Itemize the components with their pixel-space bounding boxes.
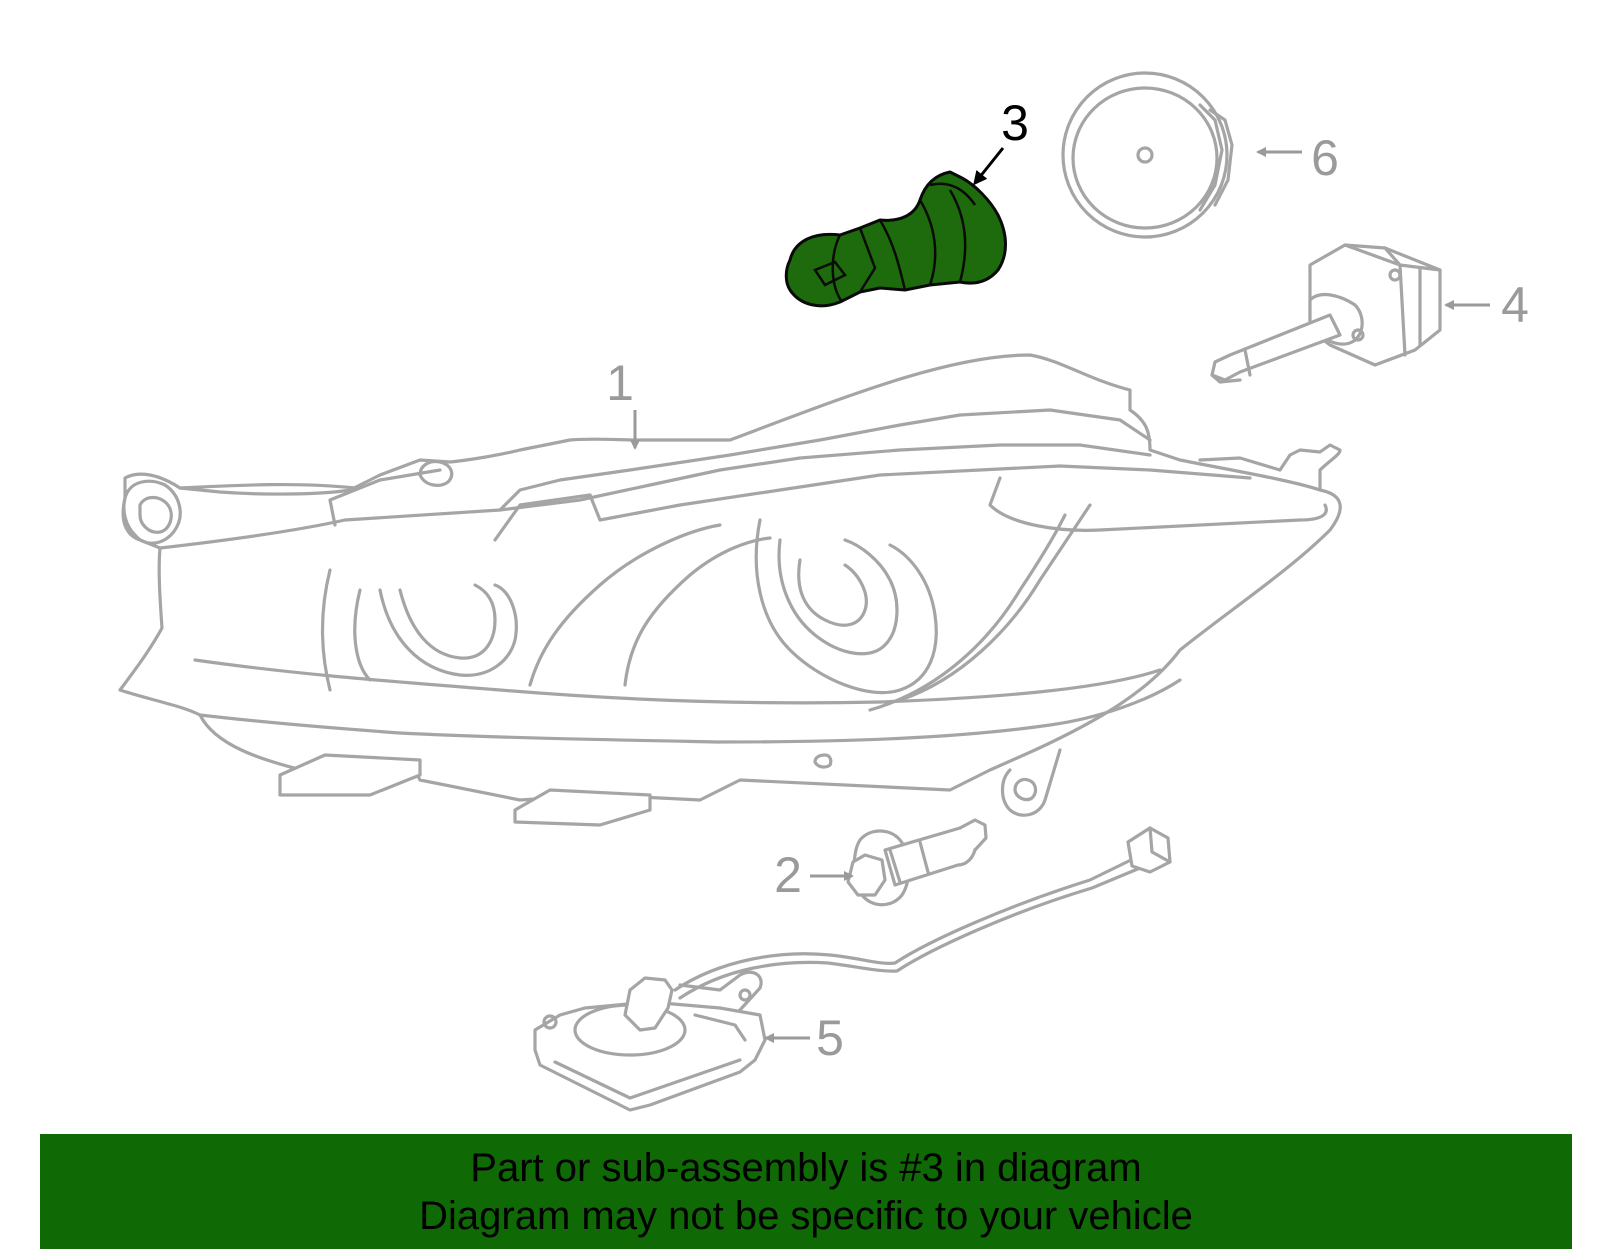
callout-number-2: 2 bbox=[774, 847, 802, 903]
headlamp-assembly[interactable] bbox=[118, 353, 1342, 827]
hid-bulb[interactable] bbox=[1210, 243, 1442, 384]
callout-6: 6 bbox=[1256, 130, 1339, 186]
callout-3: 3 bbox=[973, 95, 1029, 186]
dust-cap[interactable] bbox=[1061, 71, 1234, 239]
callout-number-6: 6 bbox=[1311, 130, 1339, 186]
callout-number-1: 1 bbox=[606, 355, 634, 411]
info-banner: Part or sub-assembly is #3 in diagram Di… bbox=[40, 1134, 1572, 1249]
callout-number-5: 5 bbox=[816, 1010, 844, 1066]
callout-number-3: 3 bbox=[1001, 95, 1029, 151]
callout-number-4: 4 bbox=[1501, 277, 1529, 333]
callout-arrow-3 bbox=[973, 147, 1005, 186]
banner-line-disclaimer: Diagram may not be specific to your vehi… bbox=[419, 1194, 1193, 1238]
banner-line-part-number: Part or sub-assembly is #3 in diagram bbox=[470, 1146, 1142, 1190]
ballast-harness[interactable] bbox=[533, 826, 1172, 1112]
callout-2: 2 bbox=[774, 847, 854, 903]
callout-5: 5 bbox=[764, 1010, 844, 1066]
callout-4: 4 bbox=[1444, 277, 1529, 333]
callout-1: 1 bbox=[606, 355, 640, 450]
mounting-bolt[interactable] bbox=[846, 818, 988, 907]
halogen-bulb-highlighted[interactable] bbox=[784, 170, 1007, 308]
